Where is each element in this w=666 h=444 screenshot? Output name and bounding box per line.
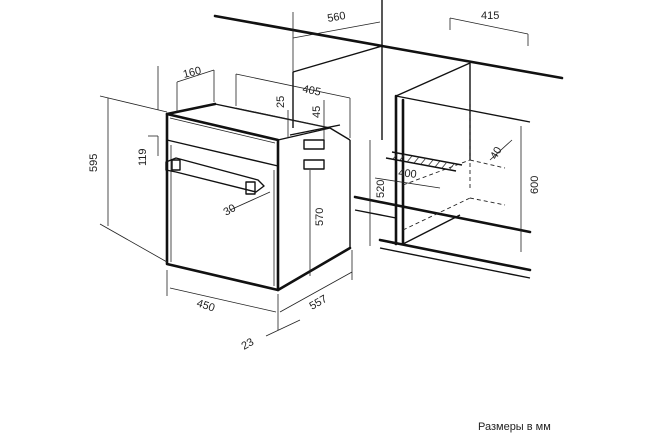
dim-40: 40 bbox=[488, 145, 505, 162]
dim-405: 405 bbox=[301, 83, 321, 99]
dim-450: 450 bbox=[195, 297, 216, 314]
units-note: Размеры в мм bbox=[478, 421, 551, 433]
dim-520: 520 bbox=[375, 180, 387, 198]
dim-557: 557 bbox=[308, 293, 330, 313]
door-handle bbox=[165, 157, 265, 195]
dim-560: 560 bbox=[326, 10, 346, 25]
mounting-bracket-upper bbox=[303, 139, 325, 150]
dim-23: 23 bbox=[240, 336, 257, 353]
dim-415: 415 bbox=[481, 10, 499, 22]
dim-119: 119 bbox=[137, 148, 149, 166]
dimension-labels: 560 415 160 405 25 45 595 119 520 600 40… bbox=[88, 10, 541, 353]
dim-45: 45 bbox=[311, 106, 323, 118]
dim-595: 595 bbox=[88, 154, 100, 172]
dim-160: 160 bbox=[182, 65, 203, 81]
installation-niche bbox=[213, 0, 564, 279]
mounting-bracket-lower bbox=[303, 159, 325, 170]
ventilation-slot-hatch bbox=[385, 151, 463, 172]
oven-body bbox=[165, 102, 352, 292]
dim-600: 600 bbox=[529, 176, 541, 194]
dim-25: 25 bbox=[275, 96, 287, 108]
dimension-lines bbox=[99, 12, 529, 337]
dim-30: 30 bbox=[222, 202, 239, 219]
dim-570: 570 bbox=[314, 208, 326, 226]
dim-400: 400 bbox=[398, 167, 418, 181]
